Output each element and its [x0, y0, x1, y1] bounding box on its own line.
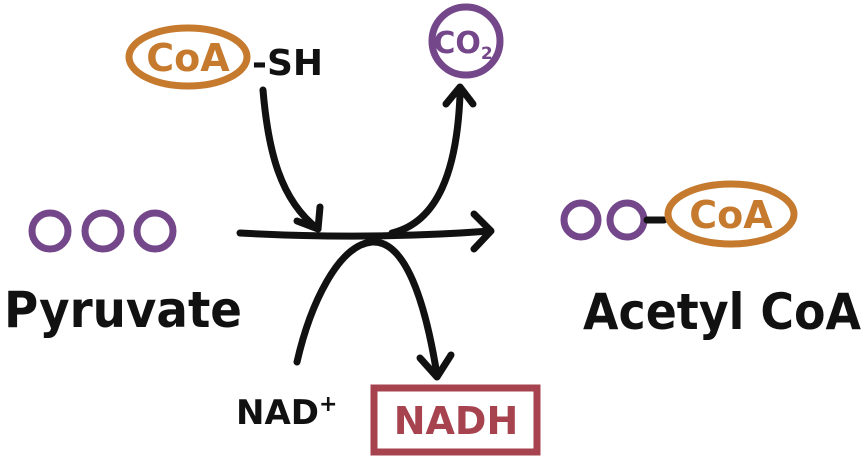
pyruvate-carbon	[81, 209, 125, 253]
co2-subscript: 2	[481, 44, 493, 64]
nad-to-nadh-arrow	[293, 238, 441, 379]
coa-oval	[125, 24, 251, 90]
pyruvate-label: Pyruvate	[4, 281, 242, 339]
acetyl-carbons	[560, 199, 648, 241]
main-arrow-head	[470, 210, 495, 253]
nad-superscript: +	[319, 392, 337, 417]
acetyl-coa-oval-label: CoA	[689, 193, 773, 237]
coa-label: CoA	[146, 36, 230, 80]
nad-label: NAD	[236, 393, 319, 433]
coa-incoming-arrow-head	[293, 203, 324, 233]
sh-label: -SH	[252, 43, 323, 84]
pyruvate-carbons	[28, 209, 177, 253]
nadh-group: NADH	[370, 384, 541, 456]
nad-to-nadh-arrow-head	[416, 351, 455, 381]
nad-plus-label: NAD+	[236, 392, 337, 433]
co2-group: CO2	[428, 3, 504, 79]
acetyl-coa-group: CoA Acetyl CoA	[560, 180, 861, 341]
pyruvate-carbon	[28, 209, 72, 253]
pyruvate-group: Pyruvate	[4, 209, 242, 339]
reaction-arrows	[236, 83, 495, 381]
coa-incoming-arrow	[259, 86, 322, 233]
nad-plus-group: NAD+	[236, 392, 337, 433]
co2-circle	[428, 3, 504, 79]
acetyl-coa-oval	[664, 180, 798, 248]
pyruvate-carbon	[133, 209, 177, 253]
acetyl-coa-label: Acetyl CoA	[583, 283, 861, 341]
co2-outgoing-arrow-head	[442, 83, 477, 108]
coa-sh-group: CoA -SH	[125, 24, 323, 90]
acetyl-carbon	[606, 199, 648, 241]
nadh-box	[370, 384, 541, 456]
co2-label: CO2	[433, 26, 492, 64]
acetyl-carbon	[560, 199, 602, 241]
nadh-label: NADH	[394, 399, 519, 443]
co2-main: CO	[433, 26, 481, 61]
main-reaction-arrow	[236, 227, 494, 240]
co2-outgoing-arrow	[388, 91, 464, 237]
